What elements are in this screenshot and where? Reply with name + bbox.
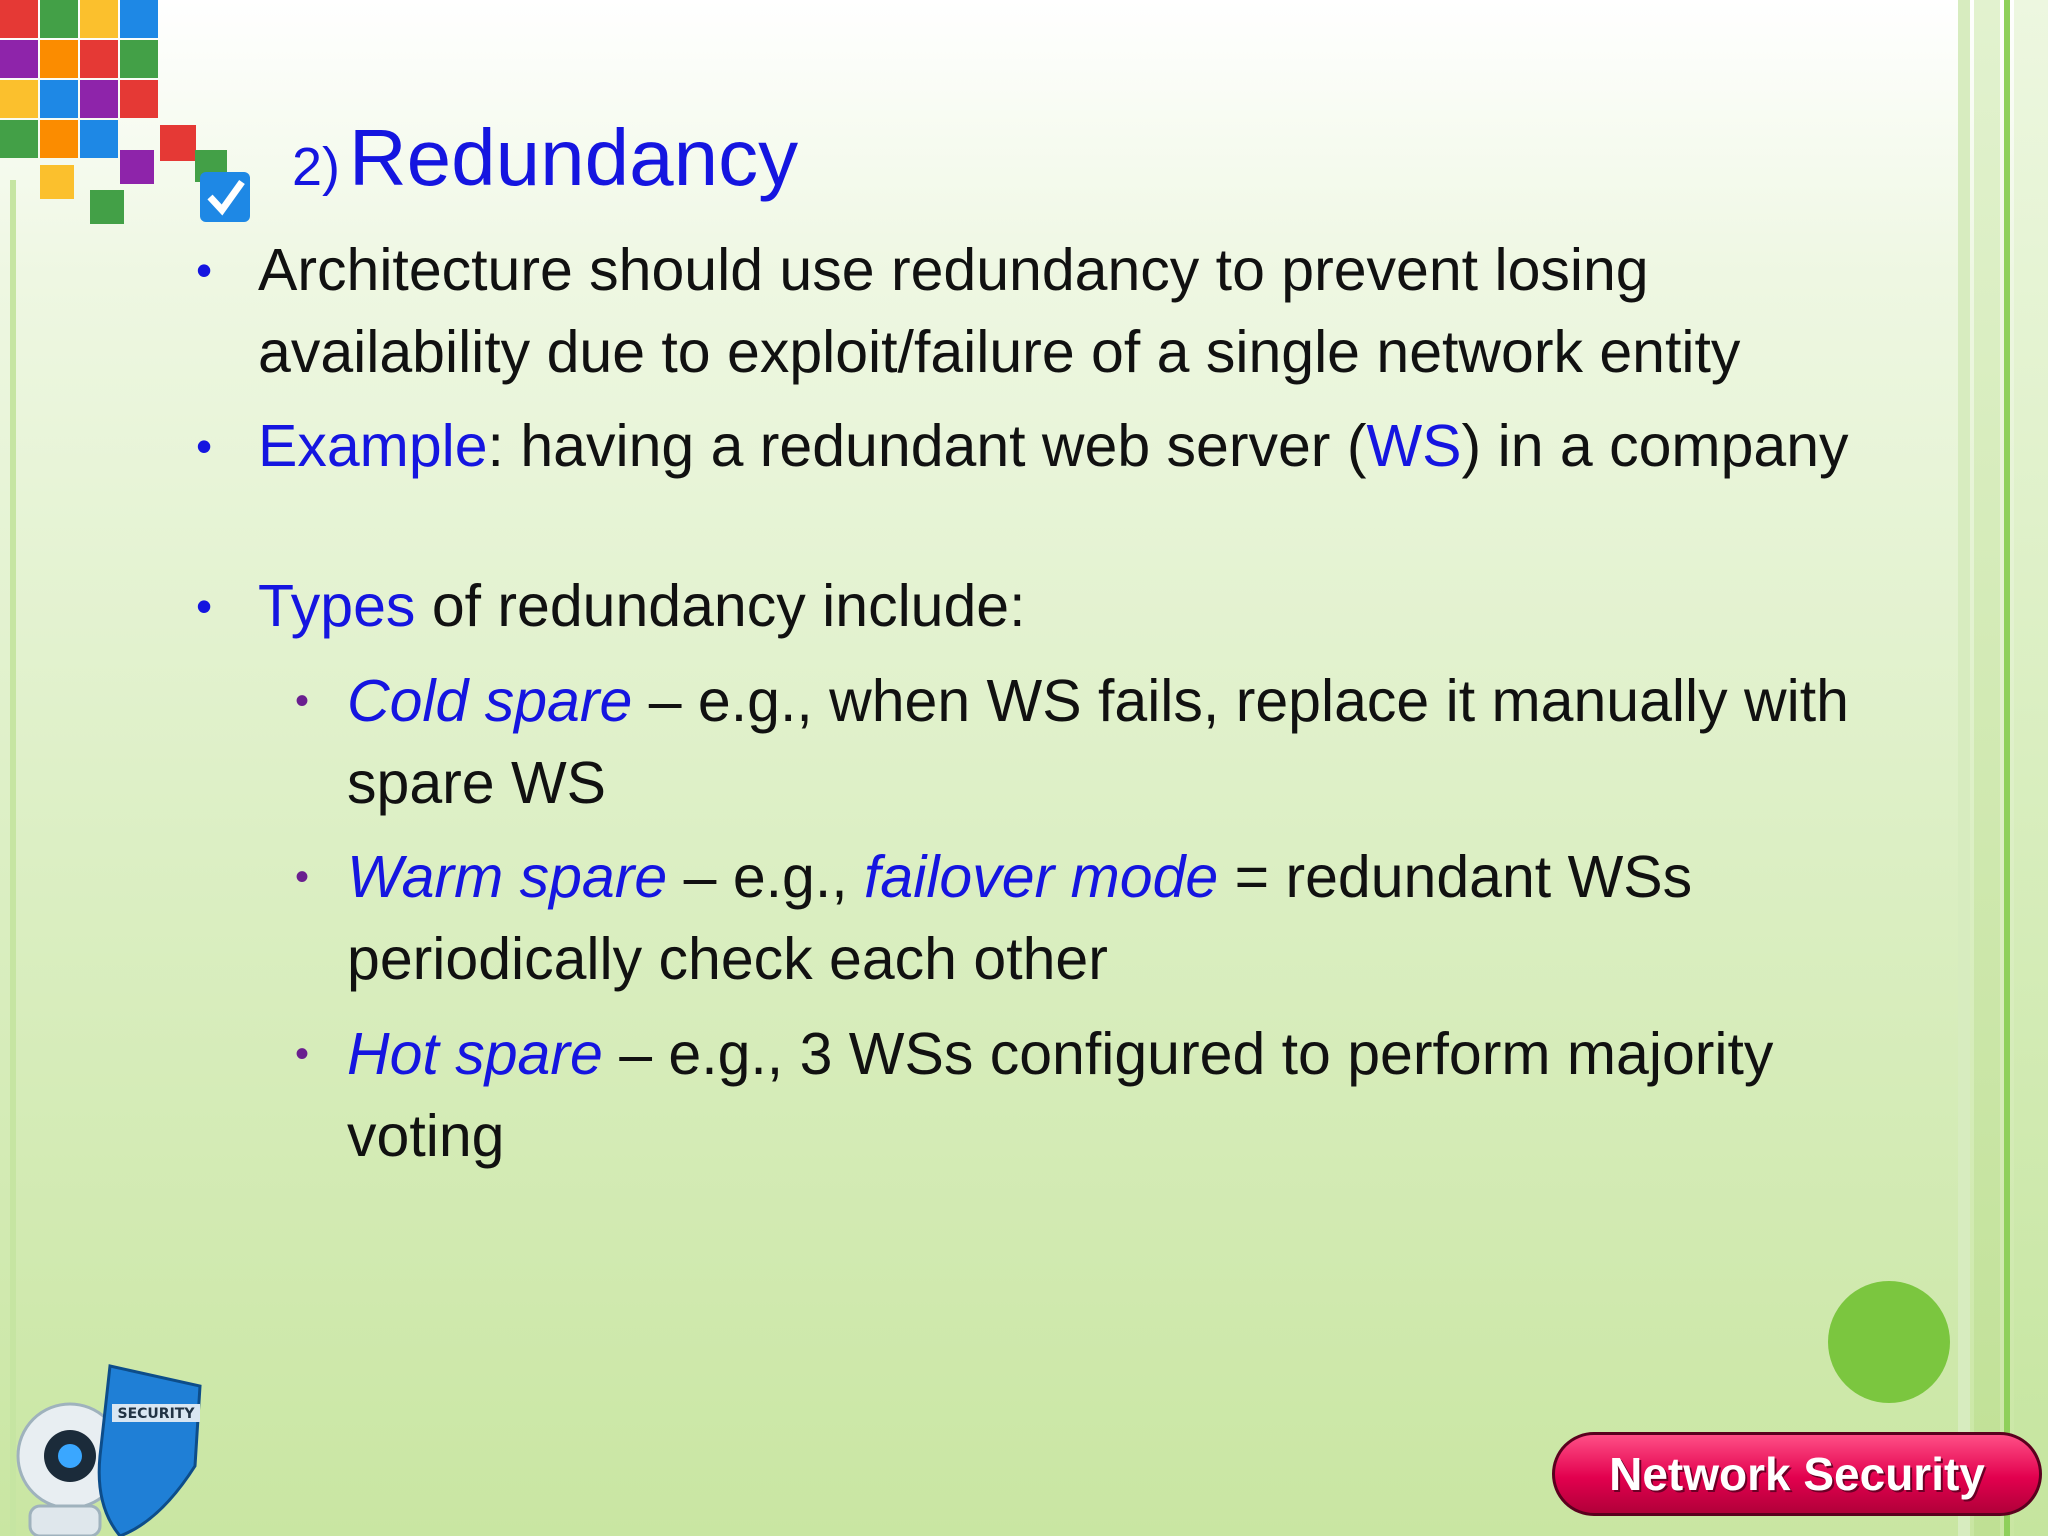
bullet-item: Types of redundancy include: [196,565,1026,647]
example-label: Example [258,413,488,479]
warm-spare-term: Warm spare [347,844,668,910]
sub-bullet-continuation: spare WS [347,742,606,824]
right-stripe [1958,0,1970,1536]
ws-label: WS [1366,413,1462,479]
bullet-text: Architecture should use redundancy to pr… [258,237,1649,303]
sub-bullet-text: voting [347,1103,505,1169]
types-label: Types [258,573,416,639]
sub-bullet-text: – e.g., [667,844,865,910]
bullet-item: Example: having a redundant web server (… [196,405,1849,487]
sub-bullet-text: = redundant WSs [1218,844,1693,910]
green-circle-decoration [1828,1281,1950,1403]
bullet-text: of redundancy include: [415,573,1026,639]
bullet-list: Architecture should use redundancy to pr… [0,0,1960,1536]
security-robot-icon: SECURITY [16,1364,202,1536]
cold-spare-term: Cold spare [347,668,633,734]
slide-title: 2) Redundancy [292,112,798,204]
sub-bullet-text: – e.g., 3 WSs configured to perform majo… [602,1021,1774,1087]
left-stripe [10,180,16,1536]
right-stripe [1974,0,2000,1536]
bullet-item: Architecture should use redundancy to pr… [196,229,1649,311]
sub-bullet-item: Hot spare – e.g., 3 WSs configured to pe… [295,1013,1774,1095]
network-security-badge: Network Security [1552,1432,2042,1516]
sub-bullet-text: – e.g., when WS fails, replace it manual… [632,668,1849,734]
title-text: Redundancy [348,113,799,202]
right-stripe [2014,0,2048,1536]
right-stripe [2004,0,2010,1536]
bullet-item-continuation: availability due to exploit/failure of a… [258,311,1740,393]
bullet-text: availability due to exploit/failure of a… [258,319,1741,385]
bullet-text: ) in a company [1461,413,1849,479]
sub-bullet-item: Warm spare – e.g., failover mode = redun… [295,836,1693,918]
colored-cubes-icon [0,0,250,224]
sub-bullet-continuation: periodically check each other [347,918,1108,1000]
shield-text: SECURITY [118,1406,196,1422]
failover-mode-term: failover mode [864,844,1219,910]
hot-spare-term: Hot spare [347,1021,603,1087]
sub-bullet-text: periodically check each other [347,926,1108,992]
bullet-text: : having a redundant web server ( [487,413,1367,479]
sub-bullet-item: Cold spare – e.g., when WS fails, replac… [295,660,1849,742]
sub-bullet-continuation: voting [347,1095,504,1177]
title-number: 2) [292,137,341,197]
sub-bullet-text: spare WS [347,750,607,816]
